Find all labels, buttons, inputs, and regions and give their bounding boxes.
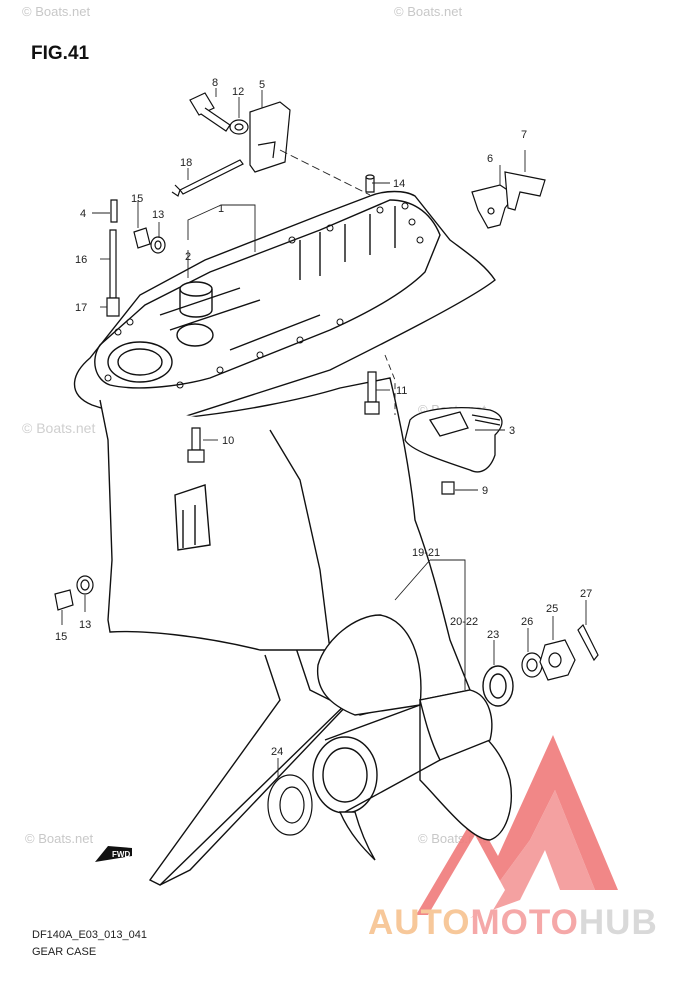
callout-18: 18 bbox=[180, 157, 192, 169]
callout-17: 17 bbox=[75, 302, 87, 314]
callout-9: 9 bbox=[482, 485, 488, 497]
callout-1: 1 bbox=[218, 203, 224, 215]
callout-23: 23 bbox=[487, 629, 499, 641]
hardware-parts bbox=[54, 92, 599, 836]
callout-13-lower: 13 bbox=[79, 619, 91, 631]
drawing-code: DF140A_E03_013_041 bbox=[32, 929, 147, 941]
watermark-top-right: © Boats.net bbox=[394, 4, 463, 19]
watermark-lower-left: © Boats.net bbox=[25, 831, 94, 846]
callout-labels: 8 12 5 18 1 2 4 16 17 15 13 14 6 7 11 10… bbox=[55, 77, 592, 758]
watermark-left: © Boats.net bbox=[22, 420, 96, 436]
callout-26: 26 bbox=[521, 616, 533, 628]
callout-11: 11 bbox=[396, 385, 407, 397]
brand-part-1: AUTO bbox=[368, 903, 471, 942]
callout-15-upper: 15 bbox=[131, 193, 143, 205]
callout-24: 24 bbox=[271, 746, 283, 758]
callout-25: 25 bbox=[546, 603, 558, 615]
callout-2: 2 bbox=[185, 251, 191, 263]
fwd-arrow-icon: FWD bbox=[95, 846, 132, 862]
brand-logo: AUTOMOTOHUB bbox=[368, 903, 658, 943]
callout-27: 27 bbox=[580, 588, 592, 600]
callout-7: 7 bbox=[521, 129, 527, 141]
watermark-top-left: © Boats.net bbox=[22, 4, 91, 19]
callout-13-upper: 13 bbox=[152, 209, 164, 221]
brand-part-3: HUB bbox=[578, 903, 658, 942]
callout-19-21: 19-21 bbox=[412, 547, 440, 559]
callout-5: 5 bbox=[259, 79, 265, 91]
propeller bbox=[312, 614, 514, 861]
callout-10: 10 bbox=[222, 435, 234, 447]
callout-3: 3 bbox=[509, 425, 515, 437]
brand-logo-triangle bbox=[416, 735, 618, 918]
callout-12: 12 bbox=[232, 86, 244, 98]
trim-tab-anode bbox=[404, 407, 503, 473]
callout-14: 14 bbox=[393, 178, 405, 190]
callout-8: 8 bbox=[212, 77, 218, 89]
callout-20-22: 20-22 bbox=[450, 616, 478, 628]
callout-4: 4 bbox=[80, 208, 86, 220]
callout-16: 16 bbox=[75, 254, 87, 266]
diagram-caption: GEAR CASE bbox=[32, 946, 97, 958]
svg-text:FWD: FWD bbox=[112, 850, 130, 859]
figure-title: FIG.41 bbox=[31, 43, 90, 64]
brand-part-2: MOTO bbox=[470, 903, 579, 942]
callout-15-lower: 15 bbox=[55, 631, 67, 643]
callout-6: 6 bbox=[487, 153, 493, 165]
leader-lines bbox=[61, 88, 587, 780]
